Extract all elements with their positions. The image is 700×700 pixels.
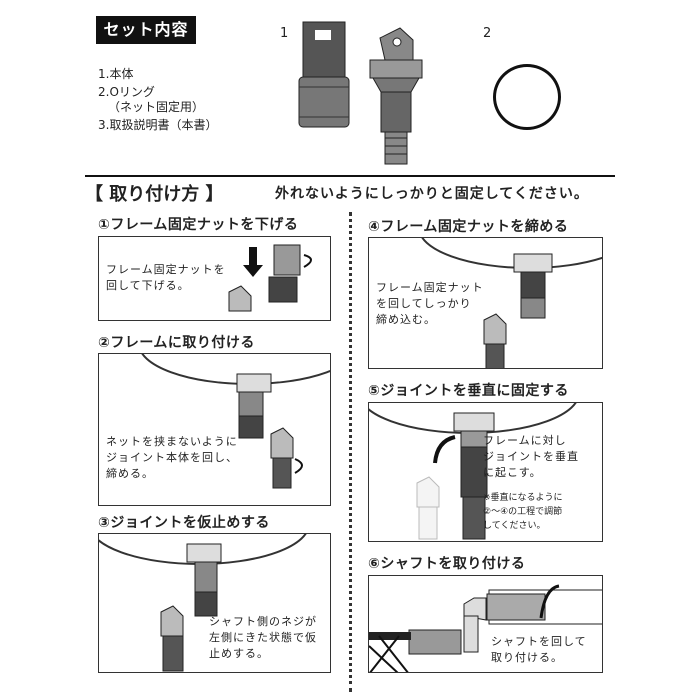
step-3-text: シャフト側のネジが 左側にきた状態で仮 止めする。: [209, 615, 317, 660]
joint-body-illustration: [295, 20, 430, 170]
step-1-panel: フレーム固定ナットを 回して下げる。: [98, 236, 331, 321]
step-5-note: ※垂直になるように ②〜④の工程で調節 してください。: [483, 493, 563, 531]
step-4-text: フレーム固定ナット を回してしっかり 締め込む。: [376, 281, 484, 326]
install-note: 外れないようにしっかりと固定してください。: [275, 186, 589, 202]
figure-label-2: 2: [483, 26, 492, 41]
column-divider: [349, 212, 352, 692]
step-1-heading: ①フレーム固定ナットを下げる: [98, 217, 299, 233]
o-ring-illustration: [493, 64, 561, 130]
step-4-heading: ④フレーム固定ナットを締める: [368, 219, 569, 235]
step-5-text: フレームに対し ジョイントを垂直 に起こす。: [483, 434, 579, 479]
step-2-heading: ②フレームに取り付ける: [98, 335, 255, 351]
step-4-panel: フレーム固定ナット を回してしっかり 締め込む。: [368, 237, 603, 369]
item-manual: 3.取扱説明書（本書）: [98, 118, 218, 132]
figure-label-1: 1: [280, 26, 289, 41]
step-1-text: フレーム固定ナットを 回して下げる。: [106, 263, 226, 292]
item-oring: 2.Oリング: [98, 85, 155, 99]
item-body: 1.本体: [98, 67, 134, 81]
step-6-panel: シャフトを回して 取り付ける。: [368, 575, 603, 673]
step-2-text: ネットを挟まないように ジョイント本体を回し、 締める。: [106, 435, 238, 480]
step-6-text: シャフトを回して 取り付ける。: [491, 635, 587, 664]
step-5-panel: フレームに対し ジョイントを垂直 に起こす。 ※垂直になるように ②〜④の工程で…: [368, 402, 603, 542]
step-2-panel: ネットを挟まないように ジョイント本体を回し、 締める。: [98, 353, 331, 506]
step-6-heading: ⑥シャフトを取り付ける: [368, 556, 526, 572]
item-oring-note: （ネット固定用）: [108, 100, 205, 114]
step-5-heading: ⑤ジョイントを垂直に固定する: [368, 383, 569, 399]
step-3-heading: ③ジョイントを仮止めする: [98, 515, 270, 531]
divider: [85, 175, 615, 177]
set-contents-title: セット内容: [96, 16, 196, 44]
step-3-panel: シャフト側のネジが 左側にきた状態で仮 止めする。: [98, 533, 331, 673]
install-title: 【 取り付け方 】: [85, 184, 224, 205]
